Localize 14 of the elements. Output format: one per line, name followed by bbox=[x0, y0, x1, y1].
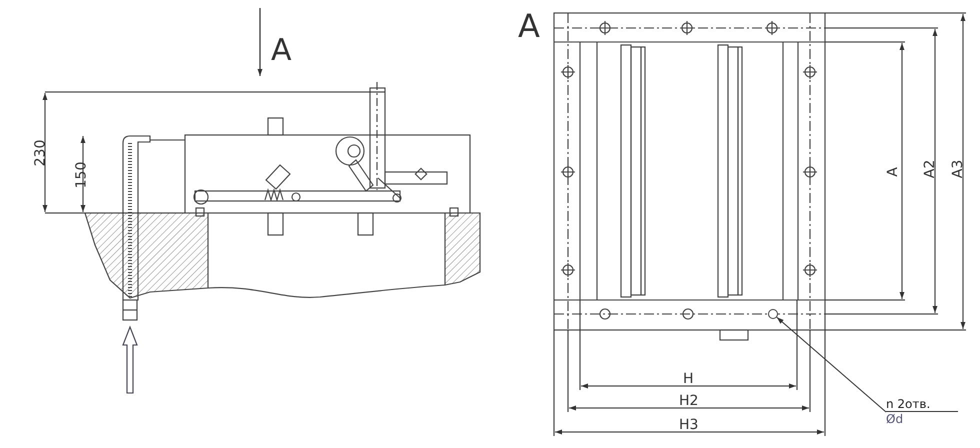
hole-diameter-text: Ød bbox=[886, 412, 904, 426]
leader-line bbox=[776, 316, 886, 412]
hole-count-text: n 2отв. bbox=[886, 397, 958, 412]
dimension-value: H2 bbox=[679, 394, 698, 408]
dimension-value: H3 bbox=[679, 418, 698, 432]
callout-note bbox=[886, 397, 958, 426]
dimension-value: A2 bbox=[923, 160, 938, 178]
dimension-value: 230 bbox=[33, 140, 48, 166]
bolt-hole bbox=[768, 309, 778, 319]
dimension-value: A bbox=[886, 167, 900, 177]
view-label: A bbox=[518, 10, 540, 42]
dimension-value: A3 bbox=[951, 160, 966, 178]
view-label: A bbox=[271, 36, 292, 66]
dimension-value: H bbox=[683, 372, 694, 386]
